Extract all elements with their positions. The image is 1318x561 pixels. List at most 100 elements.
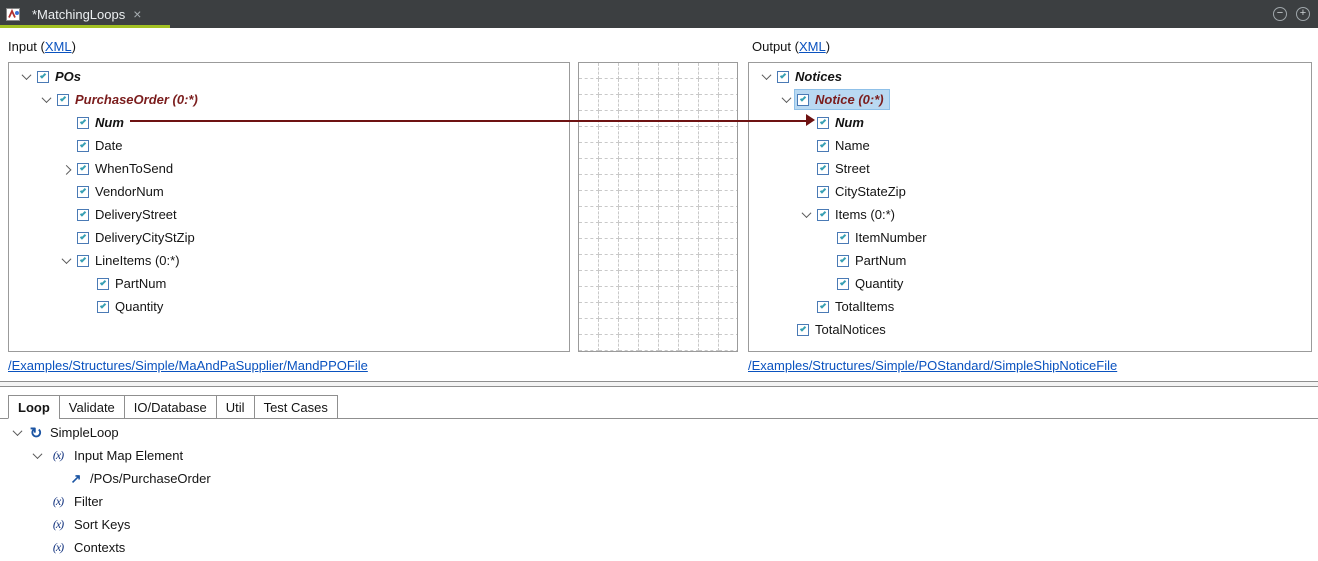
mapping-link-arrow-icon[interactable] xyxy=(806,114,815,126)
mapping-canvas xyxy=(578,62,738,352)
tree-item-contexts[interactable]: (x)Contexts xyxy=(0,536,1318,559)
loop-icon: ↻ xyxy=(29,424,43,442)
output-file-link[interactable]: /Examples/Structures/Simple/POStandard/S… xyxy=(748,358,1118,373)
chevron-down-icon[interactable] xyxy=(17,73,35,80)
tree-item-filter[interactable]: (x)Filter xyxy=(0,490,1318,513)
grid-cell xyxy=(699,143,719,159)
grid-cell xyxy=(639,143,659,159)
grid-cell xyxy=(619,159,639,175)
element-icon xyxy=(837,254,849,267)
chevron-down-icon[interactable] xyxy=(28,452,46,459)
grid-cell xyxy=(679,335,699,351)
tree-item-label: Notices xyxy=(795,69,842,84)
tree-item-street[interactable]: Street xyxy=(749,157,1311,180)
tree-item-totalnotices[interactable]: TotalNotices xyxy=(749,318,1311,341)
tree-item-deliverycitystzip[interactable]: DeliveryCityStZip xyxy=(9,226,569,249)
tree-item-notice-0[interactable]: Notice (0:*) xyxy=(749,88,1311,111)
tree-item-label: ItemNumber xyxy=(855,230,927,245)
output-xml-link[interactable]: XML xyxy=(798,39,826,54)
grid-cell xyxy=(699,271,719,287)
tree-item-quantity[interactable]: Quantity xyxy=(749,272,1311,295)
collapse-icon[interactable]: − xyxy=(1273,7,1287,21)
grid-cell xyxy=(699,175,719,191)
tree-item-label: Items (0:*) xyxy=(835,207,895,222)
grid-cell xyxy=(659,255,679,271)
element-icon xyxy=(817,116,829,129)
grid-cell xyxy=(639,239,659,255)
chevron-down-icon[interactable] xyxy=(777,96,795,103)
tree-item-num[interactable]: Num xyxy=(749,111,1311,134)
tree-item-vendornum[interactable]: VendorNum xyxy=(9,180,569,203)
element-icon xyxy=(817,300,829,313)
tree-item-simpleloop[interactable]: ↻SimpleLoop xyxy=(0,421,1318,444)
tree-item-notices[interactable]: Notices xyxy=(749,65,1311,88)
grid-cell xyxy=(659,111,679,127)
tree-item-label: DeliveryStreet xyxy=(95,207,177,222)
tree-item-label: Street xyxy=(835,161,870,176)
tab-loop[interactable]: Loop xyxy=(8,395,60,419)
tree-item-partnum[interactable]: PartNum xyxy=(749,249,1311,272)
tree-item-citystatezip[interactable]: CityStateZip xyxy=(749,180,1311,203)
tab-validate[interactable]: Validate xyxy=(58,395,125,419)
grid-cell xyxy=(679,143,699,159)
active-tab-underline xyxy=(0,25,170,28)
grid-cell xyxy=(699,111,719,127)
grid-cell xyxy=(599,95,619,111)
tree-item-num[interactable]: Num xyxy=(9,111,569,134)
mapping-grid xyxy=(579,63,737,351)
horizontal-splitter[interactable] xyxy=(0,381,1318,387)
grid-cell xyxy=(659,175,679,191)
grid-cell xyxy=(599,127,619,143)
grid-cell xyxy=(579,111,599,127)
tab-test-cases[interactable]: Test Cases xyxy=(253,395,338,419)
input-file-link[interactable]: /Examples/Structures/Simple/MaAndPaSuppl… xyxy=(8,358,368,373)
grid-cell xyxy=(719,111,737,127)
tree-item-name[interactable]: Name xyxy=(749,134,1311,157)
grid-cell xyxy=(699,95,719,111)
input-xml-link[interactable]: XML xyxy=(44,39,72,54)
tree-item-pos-purchaseorder[interactable]: ↗/POs/PurchaseOrder xyxy=(0,467,1318,490)
chevron-right-icon[interactable] xyxy=(57,165,75,172)
tree-item-input-map-element[interactable]: (x)Input Map Element xyxy=(0,444,1318,467)
mapping-link-line[interactable] xyxy=(130,120,806,122)
grid-cell xyxy=(639,319,659,335)
tree-item-partnum[interactable]: PartNum xyxy=(9,272,569,295)
tree-item-sort-keys[interactable]: (x)Sort Keys xyxy=(0,513,1318,536)
tree-item-items-0[interactable]: Items (0:*) xyxy=(749,203,1311,226)
chevron-down-icon[interactable] xyxy=(8,429,26,436)
tree-item-purchaseorder-0[interactable]: PurchaseOrder (0:*) xyxy=(9,88,569,111)
tree-item-date[interactable]: Date xyxy=(9,134,569,157)
tab-util[interactable]: Util xyxy=(215,395,255,419)
input-label-prefix: Input ( xyxy=(8,39,45,54)
window-controls: − + xyxy=(1273,7,1310,21)
grid-cell xyxy=(599,175,619,191)
tree-item-totalitems[interactable]: TotalItems xyxy=(749,295,1311,318)
expand-icon[interactable]: + xyxy=(1296,7,1310,21)
tree-item-whentosend[interactable]: WhenToSend xyxy=(9,157,569,180)
grid-cell xyxy=(719,175,737,191)
grid-cell xyxy=(579,223,599,239)
tree-item-itemnumber[interactable]: ItemNumber xyxy=(749,226,1311,249)
tree-item-deliverystreet[interactable]: DeliveryStreet xyxy=(9,203,569,226)
tree-item-label: CityStateZip xyxy=(835,184,906,199)
grid-cell xyxy=(679,239,699,255)
tree-item-lineitems-0[interactable]: LineItems (0:*) xyxy=(9,249,569,272)
chevron-down-icon[interactable] xyxy=(37,96,55,103)
chevron-down-icon[interactable] xyxy=(57,257,75,264)
grid-cell xyxy=(659,191,679,207)
tree-item-pos[interactable]: POs xyxy=(9,65,569,88)
input-label-suffix: ) xyxy=(71,39,76,54)
chevron-down-icon[interactable] xyxy=(757,73,775,80)
tree-item-label: PartNum xyxy=(855,253,907,268)
close-icon[interactable]: × xyxy=(133,6,142,22)
grid-cell xyxy=(619,111,639,127)
grid-cell xyxy=(639,255,659,271)
grid-cell xyxy=(659,335,679,351)
tree-item-label: LineItems (0:*) xyxy=(95,253,180,268)
chevron-down-icon[interactable] xyxy=(797,211,815,218)
tab-io-database[interactable]: IO/Database xyxy=(123,395,217,419)
editor-tab-matchingloops[interactable]: *MatchingLoops × xyxy=(22,0,151,28)
tree-item-quantity[interactable]: Quantity xyxy=(9,295,569,318)
tree-item-label: /POs/PurchaseOrder xyxy=(90,471,211,486)
